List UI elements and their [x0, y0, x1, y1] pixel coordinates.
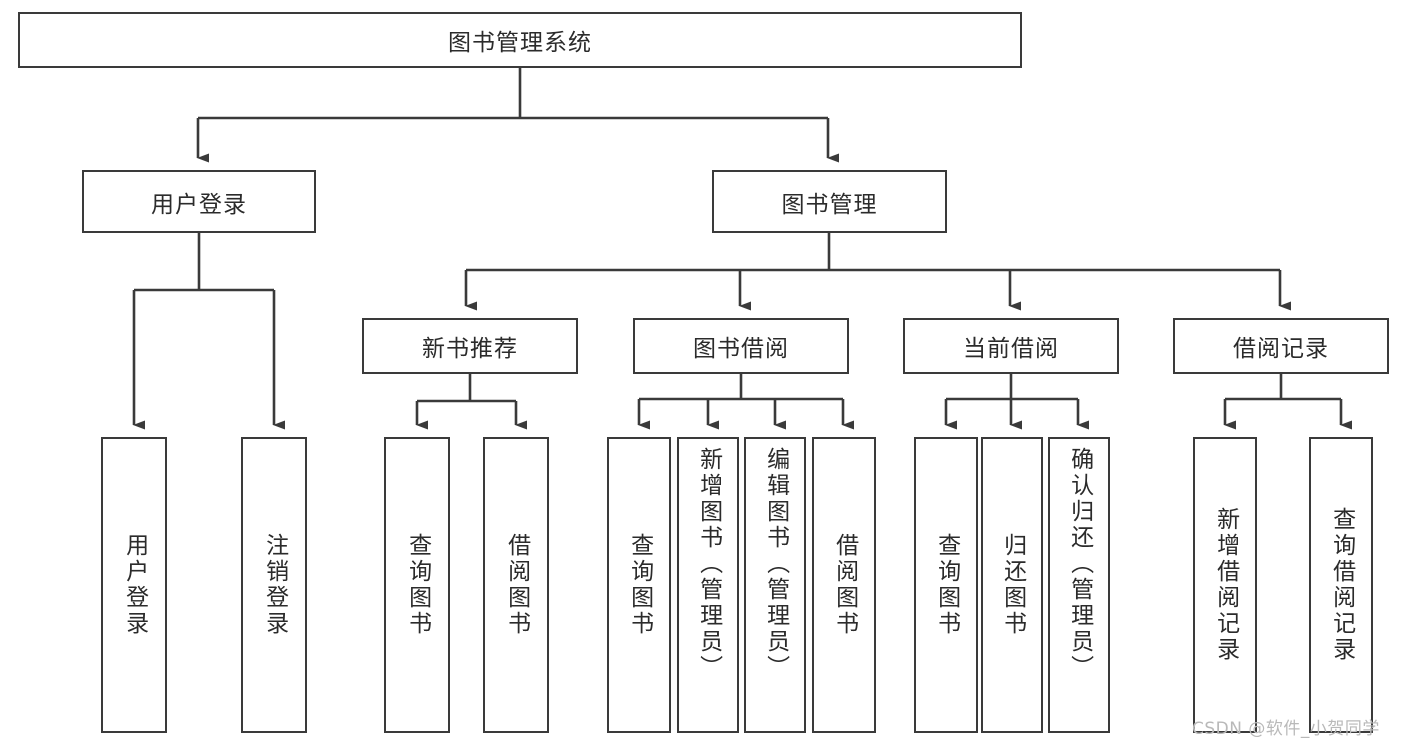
- leaf-label: 查询借阅记录: [1328, 507, 1355, 663]
- leaf-label: 确认归还（管理员）: [1066, 447, 1093, 681]
- node-label: 借阅记录: [1233, 336, 1329, 362]
- leaf-current-return-book[interactable]: 归还图书: [981, 437, 1043, 733]
- node-label: 当前借阅: [963, 336, 1059, 362]
- node-label: 新书推荐: [422, 336, 518, 362]
- leaf-label: 查询图书: [404, 533, 431, 637]
- leaf-record-query-record[interactable]: 查询借阅记录: [1309, 437, 1373, 733]
- node-borrow-record[interactable]: 借阅记录: [1173, 318, 1389, 374]
- leaf-borrow-edit-book-admin[interactable]: 编辑图书（管理员）: [744, 437, 806, 733]
- leaf-label: 归还图书: [999, 533, 1026, 637]
- leaf-label: 查询图书: [626, 533, 653, 637]
- node-root-system[interactable]: 图书管理系统: [18, 12, 1022, 68]
- leaf-borrow-query-book[interactable]: 查询图书: [607, 437, 671, 733]
- leaf-user-login-logout[interactable]: 注销登录: [241, 437, 307, 733]
- leaf-borrow-borrow-book[interactable]: 借阅图书: [812, 437, 876, 733]
- leaf-current-query-book[interactable]: 查询图书: [914, 437, 978, 733]
- leaf-user-login-login[interactable]: 用户登录: [101, 437, 167, 733]
- leaf-label: 新增借阅记录: [1212, 507, 1239, 663]
- leaf-label: 编辑图书（管理员）: [762, 447, 789, 681]
- leaf-label: 用户登录: [121, 533, 148, 637]
- leaf-recommend-query-book[interactable]: 查询图书: [384, 437, 450, 733]
- node-book-management[interactable]: 图书管理: [712, 170, 947, 233]
- node-user-login[interactable]: 用户登录: [82, 170, 316, 233]
- leaf-label: 查询图书: [933, 533, 960, 637]
- node-label: 图书借阅: [693, 336, 789, 362]
- node-label: 用户登录: [151, 191, 247, 218]
- watermark-text: CSDN @软件_小贺同学: [1192, 719, 1380, 739]
- node-book-borrow[interactable]: 图书借阅: [633, 318, 849, 374]
- leaf-borrow-add-book-admin[interactable]: 新增图书（管理员）: [677, 437, 739, 733]
- leaf-label: 新增图书（管理员）: [695, 447, 722, 681]
- node-current-borrow[interactable]: 当前借阅: [903, 318, 1119, 374]
- leaf-label: 注销登录: [261, 533, 288, 637]
- node-label: 图书管理: [781, 191, 878, 218]
- leaf-current-confirm-return-admin[interactable]: 确认归还（管理员）: [1048, 437, 1110, 733]
- leaf-label: 借阅图书: [503, 533, 530, 637]
- leaf-record-add-record[interactable]: 新增借阅记录: [1193, 437, 1257, 733]
- node-label: 图书管理系统: [448, 30, 592, 56]
- leaf-recommend-borrow-book[interactable]: 借阅图书: [483, 437, 549, 733]
- leaf-label: 借阅图书: [831, 533, 858, 637]
- node-new-book-recommend[interactable]: 新书推荐: [362, 318, 578, 374]
- csdn-watermark: CSDN @软件_小贺同学: [1192, 714, 1380, 739]
